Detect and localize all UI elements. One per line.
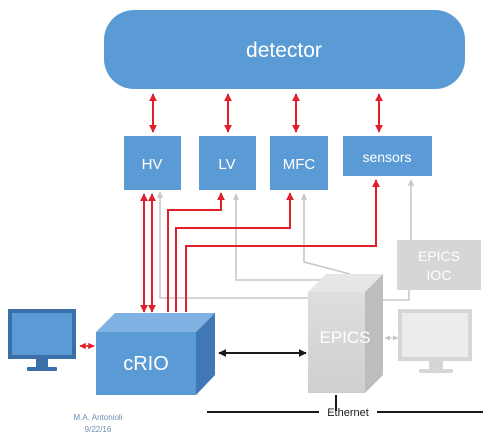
monitor-icon [8, 309, 76, 371]
hv-label: HV [142, 156, 163, 173]
crio-box [96, 313, 215, 395]
sensors-label: sensors [362, 149, 411, 165]
epics-label: EPICS [319, 328, 370, 347]
date-label: 9/22/16 [85, 425, 112, 434]
epics-links [156, 179, 415, 301]
epics-ioc-label-line1: EPICS [418, 248, 460, 264]
hv-box [124, 136, 181, 190]
crio-label: cRIO [123, 353, 169, 375]
monitor-icon [398, 309, 472, 373]
mfc-box [270, 136, 328, 190]
epics-server [308, 274, 383, 393]
lv-box [199, 136, 256, 190]
sensors-box [343, 136, 432, 176]
detector-box [104, 10, 465, 89]
mfc-label: MFC [283, 156, 316, 173]
ethernet-label: Ethernet [327, 407, 369, 419]
epics-ioc-box [397, 240, 481, 290]
author-label: M.A. Antonioli [74, 413, 123, 422]
lv-label: LV [218, 156, 235, 173]
crio-control-links [140, 179, 380, 313]
detector-label: detector [246, 39, 322, 62]
epics-ioc-label-line2: IOC [427, 267, 452, 283]
detector-links [149, 93, 383, 133]
